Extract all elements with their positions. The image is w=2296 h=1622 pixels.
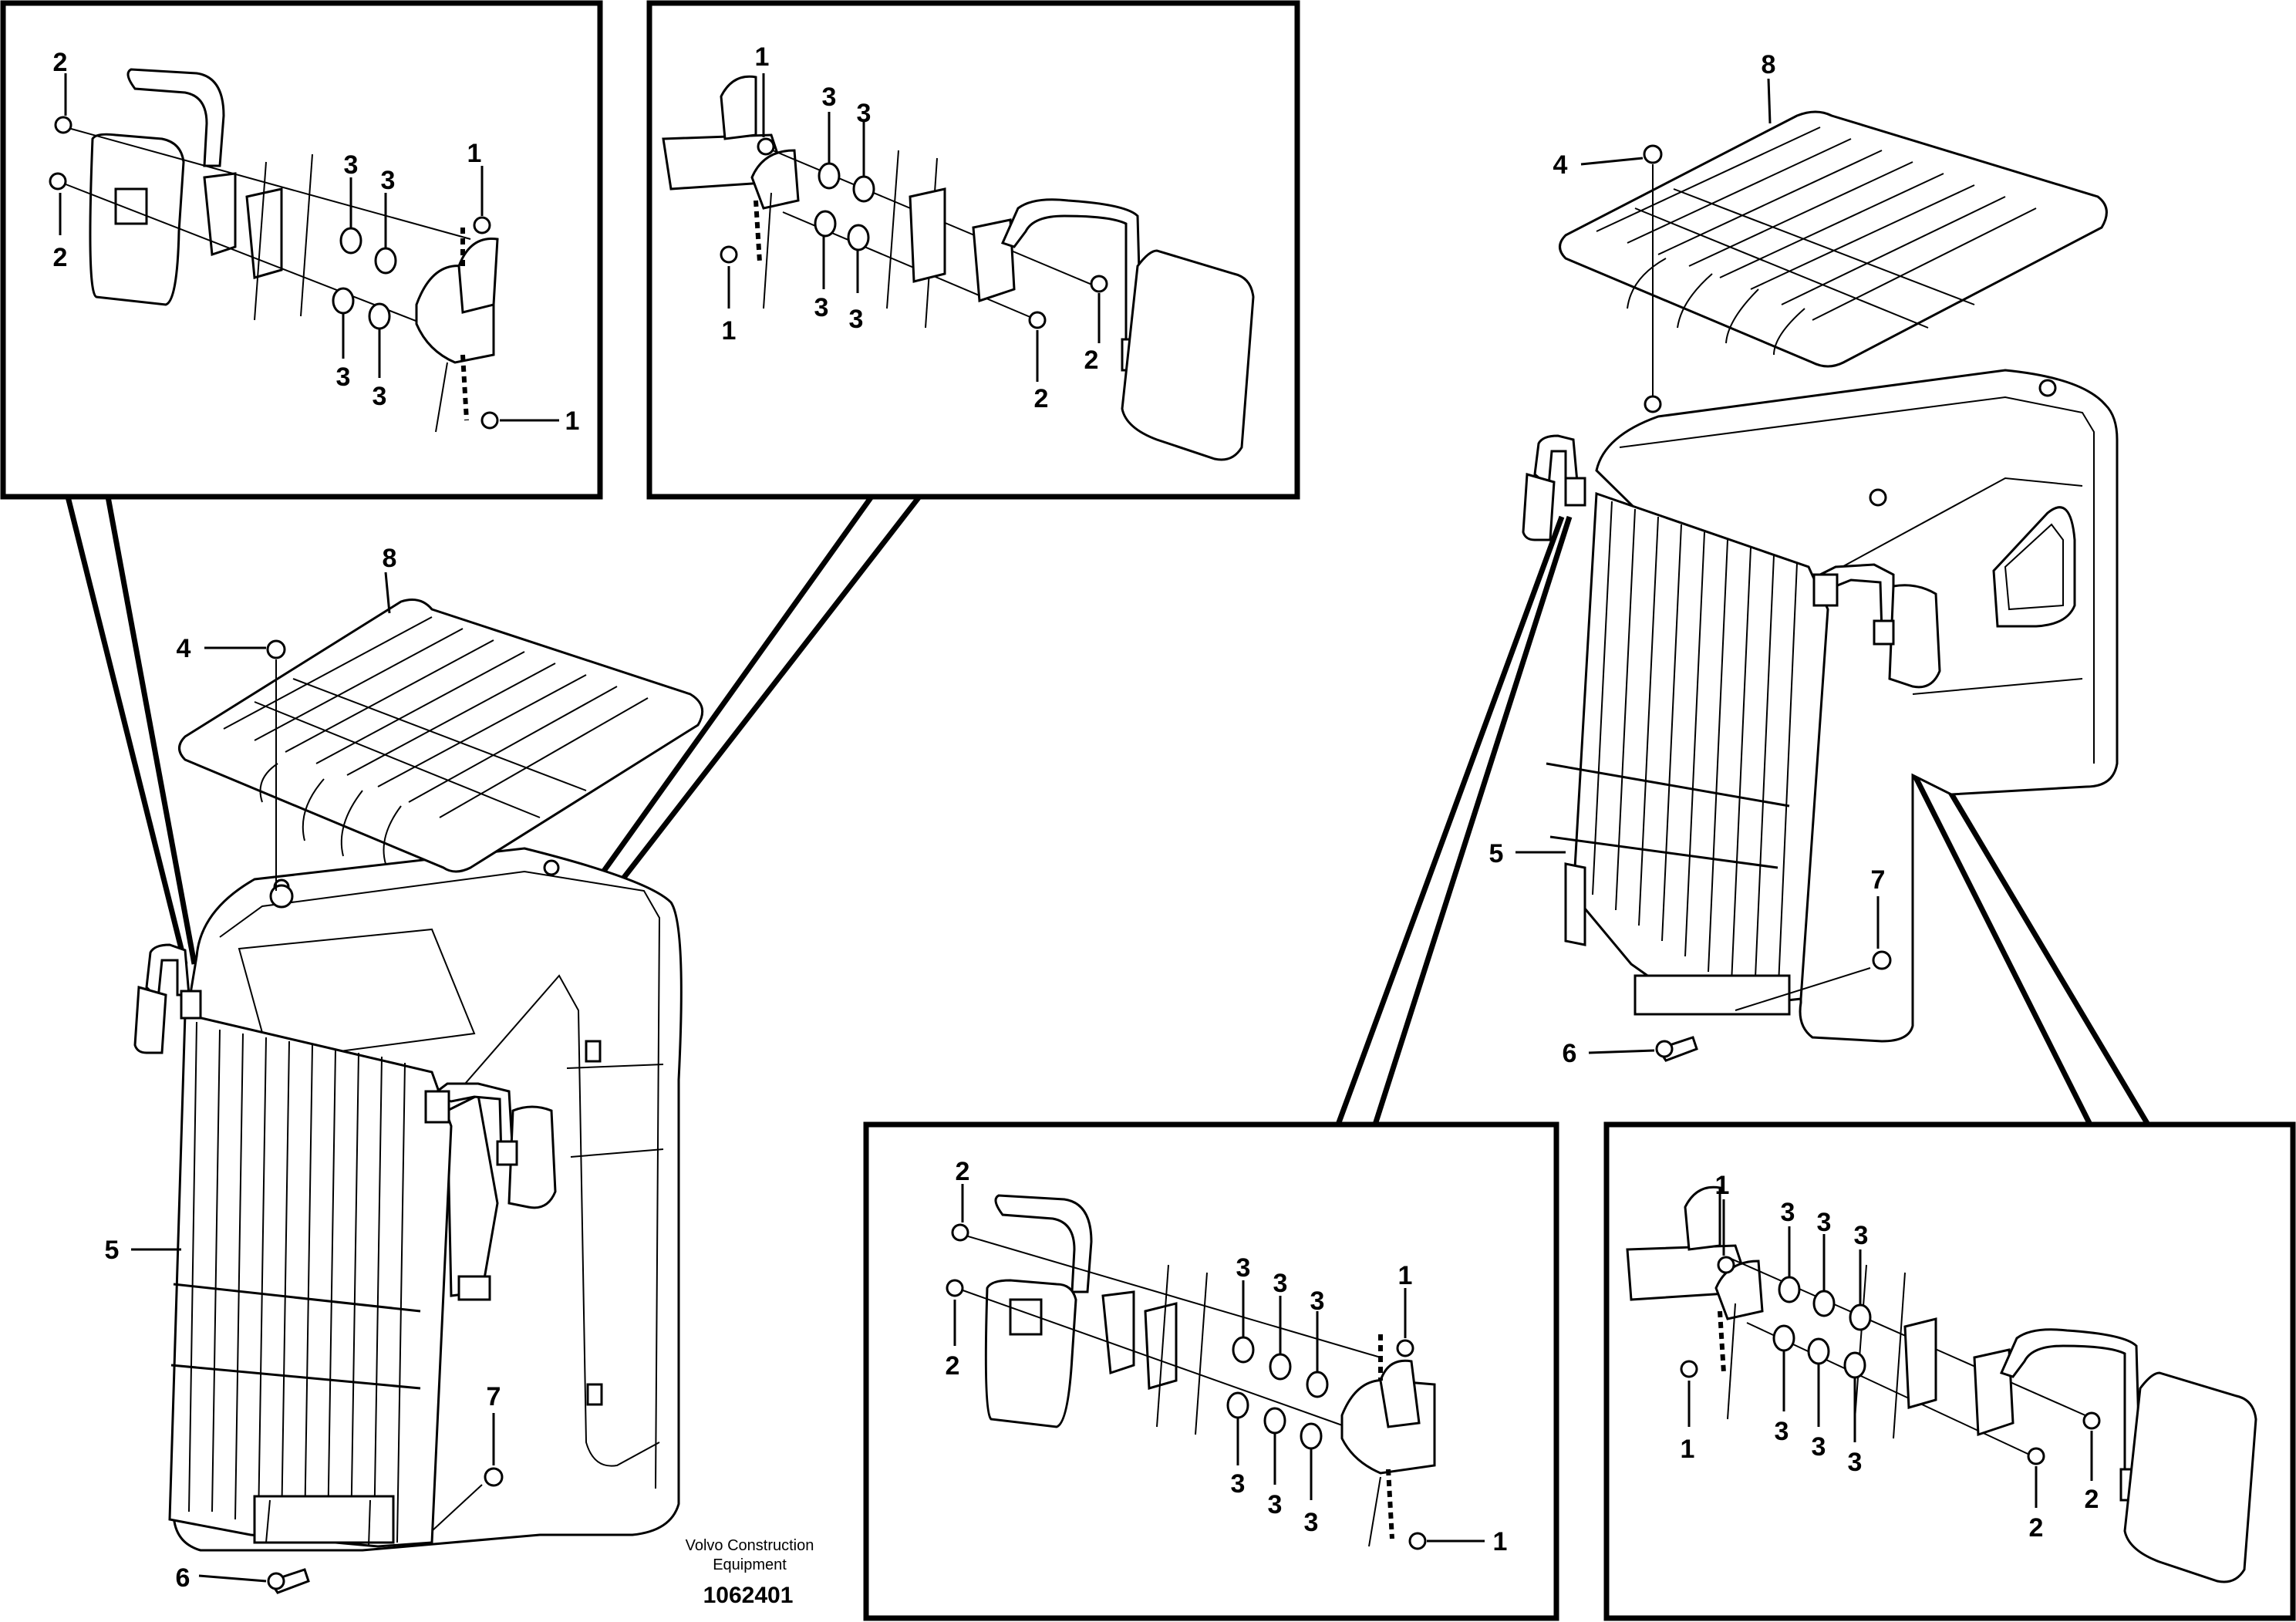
label-7-right: 7 (1871, 865, 1886, 895)
bolts-washers-br (1680, 1256, 2101, 1465)
label-3-br-e: 3 (1812, 1432, 1826, 1462)
label-3-br-d: 3 (1775, 1417, 1789, 1446)
label-3-tl-d: 3 (373, 382, 387, 411)
mirror-right-detail (1000, 198, 1255, 461)
guard-grille-front-left (168, 1013, 453, 1548)
label-6-left: 6 (176, 1563, 190, 1593)
bolts-washers-tl (49, 116, 499, 430)
fasteners-left-main (266, 639, 504, 1594)
mirror-left-main-right (1522, 434, 1586, 541)
label-3-bm-e: 3 (1268, 1490, 1283, 1519)
leaders-right-main (1515, 78, 1880, 1054)
label-3-br-c: 3 (1854, 1221, 1869, 1250)
detail-box-top-left: 2 2 3 3 3 3 1 1 (0, 0, 603, 500)
label-2-tm-a: 2 (1084, 346, 1099, 375)
detail-box-top-middle: 1 1 3 3 3 3 2 2 (646, 0, 1300, 500)
label-3-tm-d: 3 (849, 305, 864, 334)
label-1-tl-a: 1 (467, 139, 482, 168)
label-1-bm-b: 1 (1493, 1527, 1508, 1556)
label-2-tl-a: 2 (53, 48, 68, 77)
label-7-left: 7 (487, 1382, 501, 1411)
detail-box-bottom-right: 1 1 3 3 3 3 3 3 2 2 (1603, 1121, 2296, 1621)
label-3-tl-a: 3 (344, 150, 359, 180)
bolts-washers-tm (720, 137, 1108, 329)
label-3-tm-a: 3 (822, 83, 837, 112)
label-3-bm-d: 3 (1231, 1469, 1246, 1499)
label-2-tm-b: 2 (1034, 384, 1049, 413)
mirror-right-main (424, 1082, 557, 1209)
label-8-left: 8 (383, 544, 397, 573)
label-1-bm-a: 1 (1398, 1261, 1413, 1290)
label-5-left: 5 (105, 1236, 120, 1265)
leaders-tl (59, 73, 559, 422)
label-2-bm-a: 2 (956, 1157, 970, 1186)
label-2-br-a: 2 (2085, 1485, 2099, 1514)
label-3-tl-c: 3 (336, 363, 351, 392)
cab-frame-section-br (1626, 1185, 1906, 1439)
label-3-bm-b: 3 (1273, 1269, 1288, 1298)
label-3-tm-c: 3 (814, 293, 829, 322)
label-1-br-a: 1 (1715, 1171, 1730, 1200)
label-3-bm-a: 3 (1236, 1253, 1251, 1283)
bracket-left-detail (203, 172, 283, 279)
guard-grille-top-right (1559, 110, 2108, 368)
cab-frame-section-bm (1156, 1264, 1436, 1547)
main-assembly-left: 8 4 5 7 6 (105, 544, 704, 1594)
label-3-bm-c: 3 (1310, 1286, 1325, 1316)
label-3-br-b: 3 (1817, 1208, 1832, 1237)
label-2-bm-b: 2 (946, 1351, 960, 1381)
label-3-bm-f: 3 (1304, 1508, 1319, 1537)
bracket-right-detail (909, 187, 1016, 303)
label-5-right: 5 (1489, 839, 1504, 868)
detail-box-bottom-middle: 2 2 3 3 3 3 3 3 1 1 (863, 1121, 1559, 1621)
leaders-tm (727, 73, 1101, 382)
label-4-right: 4 (1553, 150, 1568, 180)
guard-grille-front-right (1546, 491, 1829, 1016)
figure-caption: Volvo Construction Equipment 1062401 (686, 1537, 814, 1608)
label-2-br-b: 2 (2029, 1513, 2044, 1543)
bolts-washers-bm (946, 1223, 1427, 1550)
label-1-tl-b: 1 (565, 406, 580, 436)
guard-grille-top-left (178, 599, 704, 873)
leaders-br (1687, 1199, 2093, 1508)
label-1-tm-a: 1 (755, 42, 770, 72)
label-6-right: 6 (1563, 1039, 1577, 1068)
label-8-right: 8 (1762, 50, 1776, 79)
label-3-br-a: 3 (1781, 1198, 1795, 1227)
mirror-left-main (133, 943, 202, 1054)
label-1-br-b: 1 (1681, 1435, 1695, 1464)
label-3-tl-b: 3 (381, 166, 396, 195)
mirror-right-detail-br (1999, 1328, 2257, 1583)
main-assembly-right: 8 4 5 7 6 (1489, 50, 2119, 1068)
label-3-tm-b: 3 (857, 99, 872, 128)
label-3-br-f: 3 (1848, 1448, 1863, 1477)
mirror-right-main-right (1812, 563, 1941, 689)
caption-company-line2: Equipment (713, 1556, 787, 1573)
cab-frame-section-tm (662, 75, 938, 329)
bracket-right-detail-br (1903, 1317, 2014, 1437)
leaders-left-main (131, 572, 495, 1583)
fasteners-right-main (1643, 144, 1892, 1062)
label-1-tm-b: 1 (722, 316, 737, 346)
mirror-left-detail (89, 68, 225, 306)
mirror-left-detail-bm (984, 1194, 1093, 1428)
caption-company-line1: Volvo Construction (686, 1537, 814, 1554)
label-2-tl-b: 2 (53, 243, 68, 272)
bracket-left-detail-bm (1101, 1290, 1178, 1390)
leaders-bm (953, 1184, 1485, 1543)
label-4-left: 4 (177, 634, 191, 663)
caption-figure-number: 1062401 (703, 1583, 794, 1608)
cab-frame-section-tl (254, 153, 499, 433)
